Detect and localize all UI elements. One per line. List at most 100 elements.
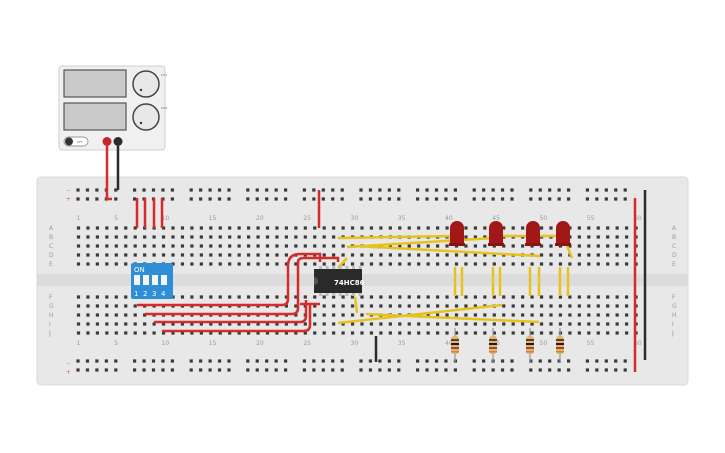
terminal-hole[interactable] — [521, 244, 525, 248]
rail-hole[interactable] — [227, 368, 231, 372]
rail-hole[interactable] — [416, 197, 420, 201]
terminal-hole[interactable] — [76, 253, 81, 257]
terminal-hole[interactable] — [521, 226, 525, 230]
terminal-hole[interactable] — [445, 244, 449, 248]
terminal-hole[interactable] — [615, 295, 619, 299]
terminal-hole[interactable] — [332, 244, 336, 248]
terminal-hole[interactable] — [180, 331, 185, 335]
rail-hole[interactable] — [265, 188, 269, 192]
rail-hole[interactable] — [217, 359, 222, 363]
terminal-hole[interactable] — [407, 253, 411, 257]
terminal-hole[interactable] — [369, 331, 374, 335]
terminal-hole[interactable] — [284, 235, 288, 239]
terminal-hole[interactable] — [95, 304, 99, 308]
terminal-hole[interactable] — [275, 331, 279, 335]
terminal-hole[interactable] — [369, 304, 374, 308]
terminal-hole[interactable] — [228, 253, 232, 257]
terminal-hole[interactable] — [369, 253, 374, 257]
terminal-hole[interactable] — [426, 244, 430, 248]
terminal-hole[interactable] — [539, 313, 544, 317]
terminal-hole[interactable] — [577, 331, 581, 335]
rail-hole[interactable] — [85, 188, 90, 192]
terminal-hole[interactable] — [247, 226, 251, 230]
terminal-hole[interactable] — [445, 262, 449, 266]
terminal-hole[interactable] — [76, 262, 81, 266]
terminal-hole[interactable] — [256, 244, 260, 248]
terminal-hole[interactable] — [511, 244, 515, 248]
rail-hole[interactable] — [321, 359, 325, 363]
terminal-hole[interactable] — [483, 253, 487, 257]
rail-hole[interactable] — [255, 368, 259, 372]
terminal-hole[interactable] — [86, 313, 90, 317]
terminal-hole[interactable] — [577, 226, 581, 230]
rail-hole[interactable] — [444, 359, 448, 363]
terminal-hole[interactable] — [407, 262, 411, 266]
rail-hole[interactable] — [567, 197, 571, 201]
rail-hole[interactable] — [529, 188, 533, 192]
terminal-hole[interactable] — [133, 226, 137, 230]
terminal-hole[interactable] — [606, 313, 610, 317]
terminal-hole[interactable] — [105, 331, 109, 335]
terminal-hole[interactable] — [218, 295, 222, 299]
rail-hole[interactable] — [567, 359, 571, 363]
rail-hole[interactable] — [104, 359, 108, 363]
terminal-hole[interactable] — [539, 304, 544, 308]
wire-input-4[interactable] — [162, 304, 312, 333]
rail-hole[interactable] — [161, 188, 165, 192]
rail-hole[interactable] — [95, 197, 99, 201]
terminal-hole[interactable] — [303, 262, 307, 266]
terminal-hole[interactable] — [143, 313, 147, 317]
terminal-hole[interactable] — [511, 322, 515, 326]
terminal-hole[interactable] — [209, 331, 213, 335]
terminal-hole[interactable] — [199, 244, 203, 248]
wire-output-5[interactable] — [337, 303, 503, 325]
rail-hole[interactable] — [387, 188, 391, 192]
terminal-hole[interactable] — [284, 226, 288, 230]
terminal-hole[interactable] — [615, 331, 619, 335]
terminal-hole[interactable] — [190, 262, 194, 266]
terminal-hole[interactable] — [265, 244, 270, 248]
terminal-hole[interactable] — [483, 295, 487, 299]
terminal-hole[interactable] — [436, 253, 440, 257]
terminal-hole[interactable] — [426, 313, 430, 317]
terminal-hole[interactable] — [209, 253, 213, 257]
terminal-negative[interactable] — [113, 137, 123, 146]
terminal-hole[interactable] — [133, 322, 137, 326]
terminal-hole[interactable] — [426, 331, 430, 335]
terminal-hole[interactable] — [596, 313, 600, 317]
rail-hole[interactable] — [595, 368, 599, 372]
terminal-hole[interactable] — [606, 262, 610, 266]
power-supply[interactable]: CH1 CH2 OFF — [58, 65, 167, 151]
terminal-hole[interactable] — [360, 313, 364, 317]
terminal-hole[interactable] — [511, 331, 515, 335]
rail-hole[interactable] — [359, 368, 363, 372]
terminal-hole[interactable] — [332, 331, 336, 335]
terminal-hole[interactable] — [473, 322, 477, 326]
terminal-hole[interactable] — [398, 226, 402, 230]
terminal-hole[interactable] — [388, 226, 392, 230]
terminal-hole[interactable] — [445, 313, 449, 317]
rail-hole[interactable] — [482, 188, 486, 192]
terminal-hole[interactable] — [539, 322, 544, 326]
terminal-hole[interactable] — [417, 322, 421, 326]
terminal-hole[interactable] — [426, 262, 430, 266]
terminal-hole[interactable] — [492, 313, 496, 317]
terminal-hole[interactable] — [379, 331, 383, 335]
terminal-hole[interactable] — [237, 235, 241, 239]
terminal-hole[interactable] — [369, 322, 374, 326]
terminal-hole[interactable] — [417, 331, 421, 335]
terminal-hole[interactable] — [596, 331, 600, 335]
terminal-hole[interactable] — [436, 262, 440, 266]
rail-hole[interactable] — [595, 197, 599, 201]
terminal-hole[interactable] — [152, 235, 156, 239]
terminal-hole[interactable] — [521, 304, 525, 308]
rail-hole[interactable] — [538, 188, 542, 192]
rail-hole[interactable] — [425, 188, 429, 192]
terminal-hole[interactable] — [86, 295, 90, 299]
terminal-hole[interactable] — [171, 331, 175, 335]
rail-hole[interactable] — [500, 188, 505, 192]
terminal-hole[interactable] — [86, 253, 90, 257]
rail-hole[interactable] — [161, 359, 165, 363]
terminal-hole[interactable] — [521, 313, 525, 317]
terminal-hole[interactable] — [483, 235, 487, 239]
